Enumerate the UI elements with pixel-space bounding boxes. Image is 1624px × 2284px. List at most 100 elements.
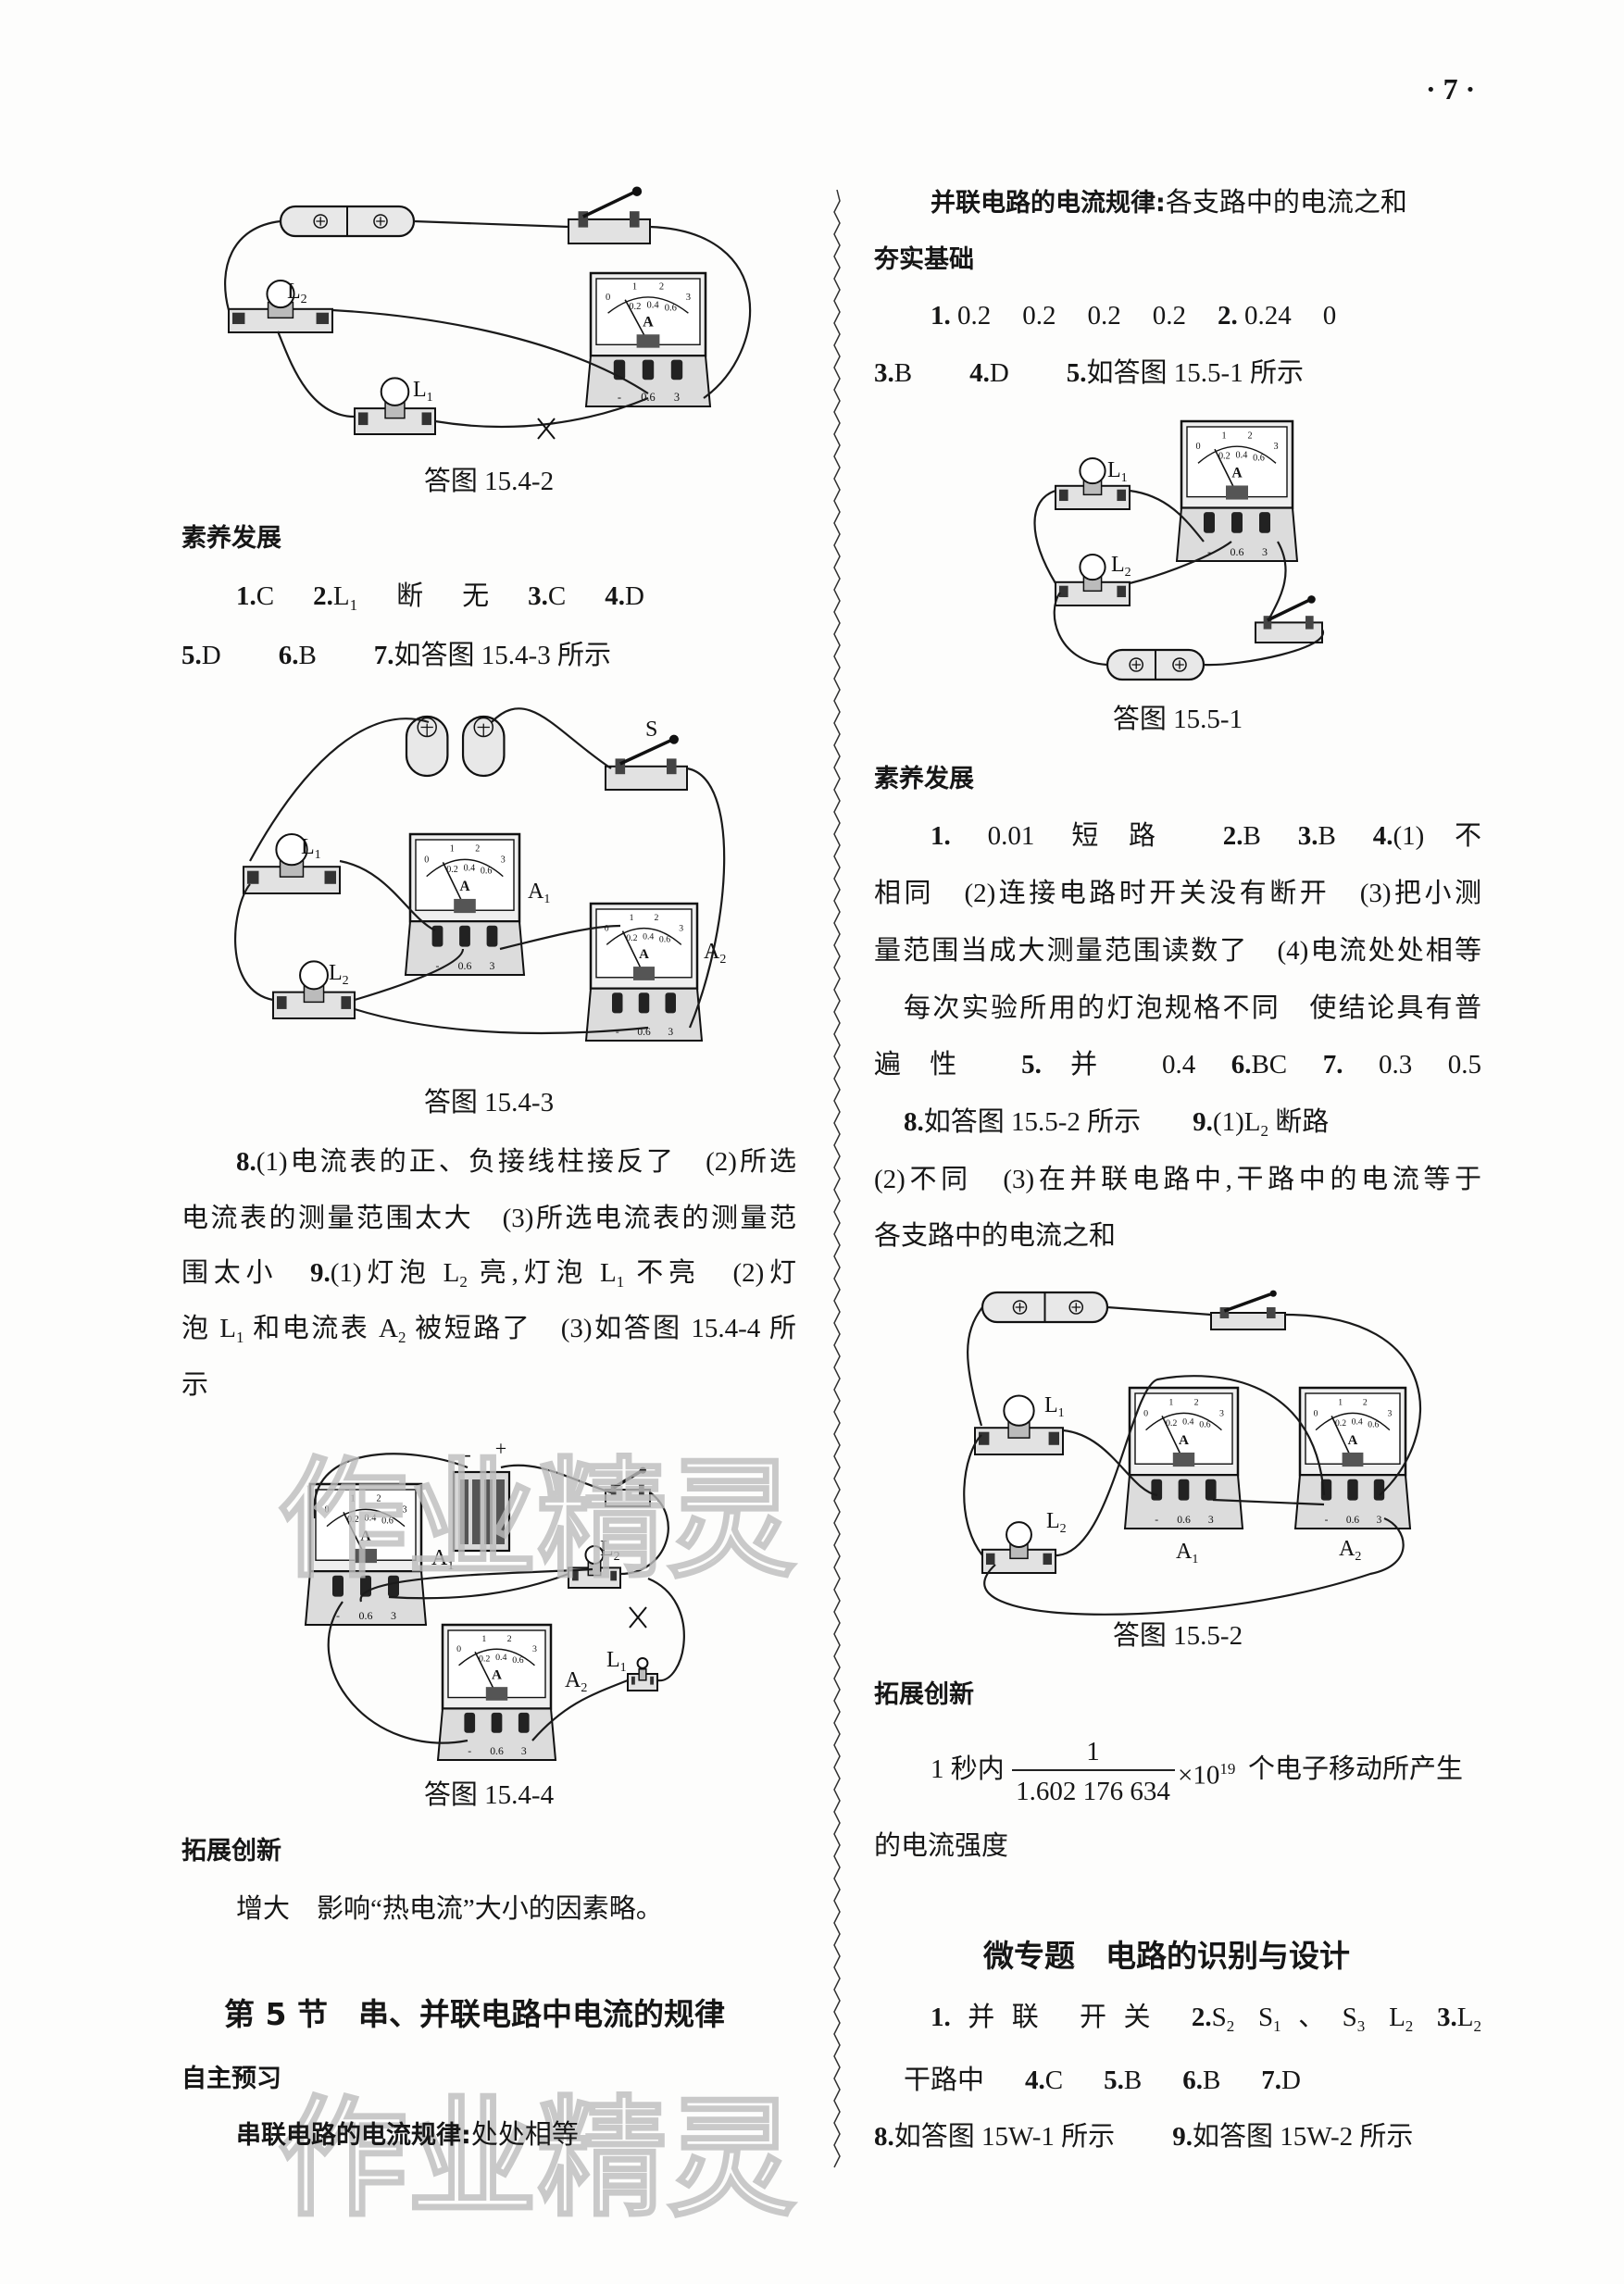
answer-text: 开关 (1080, 2003, 1168, 2032)
section-heading: 夯实基础 (874, 242, 974, 279)
answer-text: (2)不同 (3)在并联电路中,干路中的电流等于 (874, 1165, 1481, 1194)
switch-hinge (1219, 1307, 1230, 1318)
ammeter-pivot (1342, 1452, 1364, 1467)
terminal-label: - (1207, 545, 1211, 558)
wire (686, 767, 726, 1029)
answer-text: 泡 L (181, 1314, 236, 1343)
scale-label: 0.2 (626, 933, 637, 943)
answer-text: 0.2 (1087, 301, 1121, 331)
terminal (358, 412, 369, 426)
answer-line: 增大 影响“热电流”大小的因素略。 (236, 1891, 663, 1928)
answer-text: 0.24 (1237, 301, 1292, 331)
terminal (642, 359, 655, 381)
subscript: 1 (315, 848, 321, 862)
answer-line: 8.如答图 15.5-2 所示 9.(1)L2 断路 (904, 1104, 1329, 1141)
ammeter-unit: A (643, 315, 654, 331)
plus-icon (1129, 657, 1143, 672)
question-number: 8. (236, 1147, 256, 1177)
wire (963, 1434, 983, 1556)
answer-text: D (1281, 2066, 1301, 2095)
answer-item: 0.4 (1162, 1050, 1195, 1080)
scale-label: 3 (1273, 442, 1278, 452)
terminal (1048, 1431, 1059, 1445)
wire (1129, 489, 1205, 543)
answer-text: 0.2 (950, 301, 992, 331)
scale-label: 1 (350, 1494, 355, 1504)
scale-label: 2 (475, 844, 480, 855)
answer-text: D (201, 641, 221, 670)
subscript: 2 (301, 293, 307, 306)
subscript: 1 (427, 391, 433, 405)
switch-clip (667, 758, 677, 775)
switch-blade (1223, 1292, 1271, 1313)
answer-text: 答图 15.4-3 (423, 1088, 555, 1117)
answer-item: 8.(1)电流表的正、负接线柱接反了 (2)所选 (236, 1147, 796, 1177)
component-label: L1 (413, 378, 433, 405)
switch-hinge (615, 758, 626, 775)
answer-item: (2)不同 (3)在并联电路中,干路中的电流等于 (874, 1165, 1481, 1194)
scale-label: 1 (1338, 1398, 1343, 1408)
switch-clip (630, 211, 640, 228)
answer-text: 围太小 (181, 1258, 310, 1288)
scale-label: 0.2 (347, 1515, 359, 1525)
wire (354, 948, 465, 1002)
terminal (572, 1570, 579, 1581)
answer-text: 各支路中的电流之和 (1165, 188, 1407, 218)
answer-item: 答图 15.4-4 (424, 1780, 554, 1810)
answer-item: 遍性 (874, 1050, 986, 1080)
chapter-title: 微专题 电路的识别与设计 (983, 1938, 1350, 1975)
component-label: L2 (329, 961, 349, 988)
terminal-label: - (1325, 1515, 1329, 1526)
answer-item: 4.C (1025, 2066, 1063, 2095)
answer-item: 2.L1 (313, 581, 357, 613)
answer-item: 各支路中的电流之和 (874, 1221, 1116, 1251)
ammeter-dial (595, 278, 701, 345)
answer-text: 如答图 15.5-2 所示 (923, 1107, 1142, 1137)
answer-text: 短路 (1071, 821, 1186, 851)
terminal-label: - (468, 1745, 471, 1757)
ammeter-scale-arc (458, 1648, 535, 1666)
answer-item: 0.2 (1153, 301, 1186, 331)
answer-item: 2.B (1223, 821, 1261, 851)
answer-item: 3.C (528, 581, 566, 611)
subscript: 3 (1356, 2017, 1366, 2035)
scale-label: 3 (532, 1644, 537, 1654)
wire (1106, 1305, 1212, 1317)
terminal (1043, 1553, 1052, 1566)
terminal-label: 0.6 (458, 959, 472, 972)
ammeter-pivot (355, 1548, 377, 1564)
terminal-label: 3 (668, 1027, 673, 1038)
scale-label: 0.6 (659, 935, 670, 945)
wire (388, 1572, 569, 1600)
question-number: 8. (904, 1107, 924, 1137)
answer-item: 1. 0.2 (931, 301, 991, 331)
scale-label: 1 (632, 282, 637, 293)
answer-item: 干路中 (904, 2066, 984, 2095)
section-heading: 自主预习 (181, 2061, 281, 2098)
watermark: 作业精灵 (278, 2084, 796, 2235)
question-number: 5. (1104, 2066, 1124, 2095)
answer-text: B (1202, 2066, 1221, 2095)
scale-label: 0.4 (1352, 1417, 1363, 1428)
scale-label: 0 (606, 293, 610, 303)
wire (619, 1491, 669, 1576)
terminal (486, 925, 498, 947)
answer-line: 各支路中的电流之和 (874, 1217, 1116, 1254)
answer-item: 微专题 电路的识别与设计 (983, 1938, 1350, 1974)
answer-text: 干路中 (904, 2066, 985, 2095)
ammeter-pivot (485, 1687, 508, 1701)
component-label: A1 (528, 880, 550, 906)
wire (1212, 1498, 1325, 1506)
answer-item: 1.并联 (931, 2003, 1056, 2032)
plus-icon (373, 214, 388, 229)
answer-line: 围太小 9.(1)灯泡 L2 亮,灯泡 L1 不亮 (2)灯 (181, 1254, 796, 1292)
answer-item: 素养发展 (874, 765, 974, 793)
subscript: 2 (719, 953, 726, 967)
wire (276, 331, 356, 418)
answer-item: 9.(1)L2 断路 (1193, 1107, 1329, 1139)
question-number: 6. (1230, 1050, 1252, 1080)
scale-label: 0.6 (1199, 1420, 1210, 1430)
